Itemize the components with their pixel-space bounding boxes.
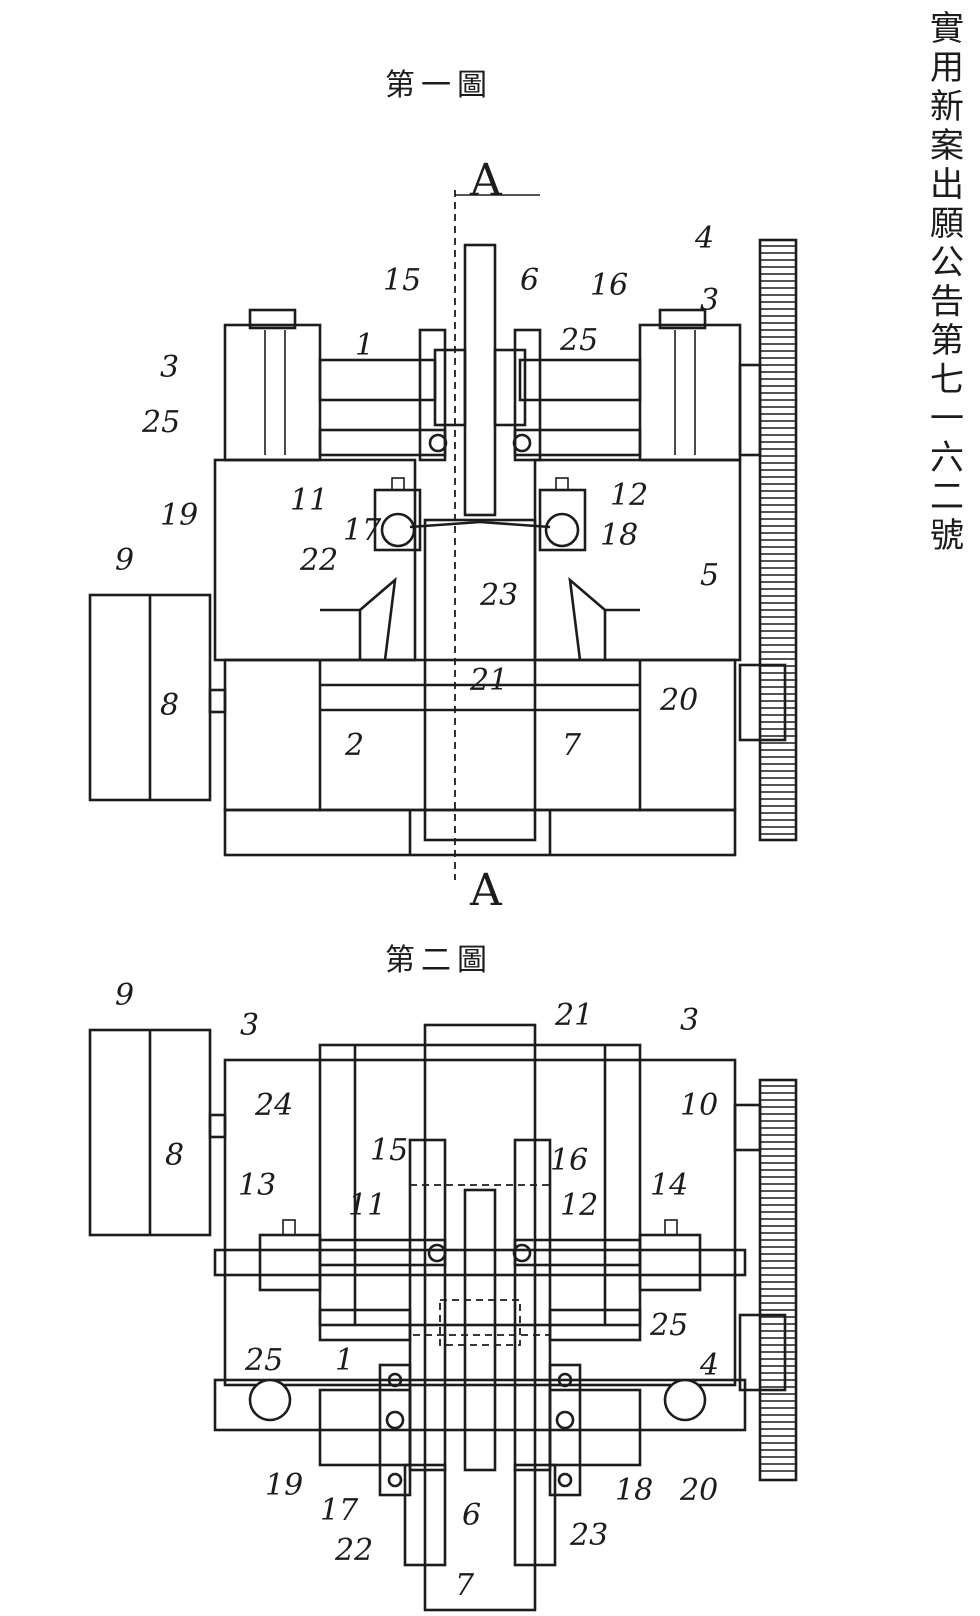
label-2: 2 (344, 728, 364, 763)
label-18-plan: 18 (615, 1473, 653, 1508)
lever-23-plan (513, 1463, 557, 1567)
figure-1: 第一圖 A A (88, 68, 798, 916)
figure-2: 第二圖 (88, 943, 798, 1612)
label-1: 1 (355, 328, 374, 363)
label-17-plan: 17 (320, 1493, 359, 1528)
label-23-plan: 23 (569, 1518, 608, 1553)
label-25-right: 25 (559, 323, 598, 358)
knob-25-right (663, 1378, 707, 1422)
label-23: 23 (479, 578, 518, 613)
label-25-plan-right: 25 (649, 1308, 688, 1343)
label-6-plan: 6 (462, 1498, 481, 1533)
label-20-plan: 20 (679, 1473, 718, 1508)
shaft-8 (208, 688, 227, 714)
label-10: 10 (680, 1088, 718, 1123)
label-11-plan: 11 (348, 1188, 386, 1223)
label-22: 22 (299, 543, 338, 578)
label-17: 17 (343, 513, 382, 548)
vertical-title-text: 實用新案出願公告第七一六二號 (930, 9, 964, 556)
label-20: 20 (659, 683, 698, 718)
arm-11 (318, 428, 447, 457)
label-15: 15 (383, 263, 421, 298)
knob-25-left (248, 1378, 292, 1422)
column-7 (423, 518, 537, 842)
shaft-1-right (518, 358, 642, 402)
frame-plan (223, 1058, 737, 1387)
label-16-plan: 16 (550, 1143, 588, 1178)
label-5: 5 (700, 558, 719, 593)
label-3: 3 (160, 350, 179, 385)
label-12: 12 (610, 478, 648, 513)
label-7: 7 (562, 728, 582, 763)
label-12-plan: 12 (560, 1188, 598, 1223)
label-4-plan: 4 (699, 1348, 719, 1383)
label-14: 14 (650, 1168, 688, 1203)
bearing-block-3-left (223, 323, 322, 462)
label-19-plan: 19 (265, 1468, 303, 1503)
section-mark-bottom: A (469, 865, 503, 916)
label-8: 8 (160, 688, 179, 723)
label-11: 11 (290, 483, 328, 518)
label-9: 9 (115, 543, 134, 578)
label-15-plan: 15 (370, 1133, 408, 1168)
label-13: 13 (238, 1168, 276, 1203)
label-22-plan: 22 (334, 1533, 373, 1568)
lever-22-plan (403, 1463, 447, 1567)
section-mark-top: A (469, 155, 503, 206)
label-4: 4 (694, 221, 714, 256)
label-1-plan: 1 (335, 1343, 354, 1378)
shaft-1-left (318, 358, 437, 402)
label-18: 18 (600, 518, 638, 553)
label-6: 6 (520, 263, 539, 298)
lever-22 (409, 520, 481, 529)
cutter-18 (544, 512, 580, 548)
figure-2-caption: 第二圖 (385, 943, 493, 978)
figure-1-caption: 第一圖 (385, 68, 493, 103)
label-24: 24 (254, 1088, 293, 1123)
label-9-plan: 9 (115, 978, 134, 1013)
label-19: 19 (160, 498, 198, 533)
gear-wheel-10 (758, 1078, 798, 1482)
label-21-plan: 21 (554, 998, 593, 1033)
label-16: 16 (590, 268, 628, 303)
label-8-plan: 8 (165, 1138, 184, 1173)
blade-6 (463, 243, 497, 517)
blade-6-plan (463, 1188, 497, 1472)
label-3-plan: 3 (240, 1008, 259, 1043)
label-3-plan-right: 3 (680, 1003, 699, 1038)
label-25-plan: 25 (244, 1343, 283, 1378)
arm-12 (513, 428, 642, 457)
lever-23 (479, 520, 551, 529)
base-19-20 (213, 1378, 747, 1432)
bearing-block-3-right (638, 323, 742, 462)
shaft-21 (423, 1023, 537, 1612)
base-plate (223, 808, 737, 857)
label-3-right: 3 (700, 283, 719, 318)
vertical-title: 實用新案出願公告第七一六二號 (930, 9, 964, 556)
frame-24 (318, 1043, 642, 1327)
label-21: 21 (469, 663, 508, 698)
label-7-plan: 7 (455, 1568, 475, 1603)
crossbar (213, 1248, 747, 1277)
cutter-17 (380, 512, 416, 548)
label-25: 25 (141, 405, 180, 440)
